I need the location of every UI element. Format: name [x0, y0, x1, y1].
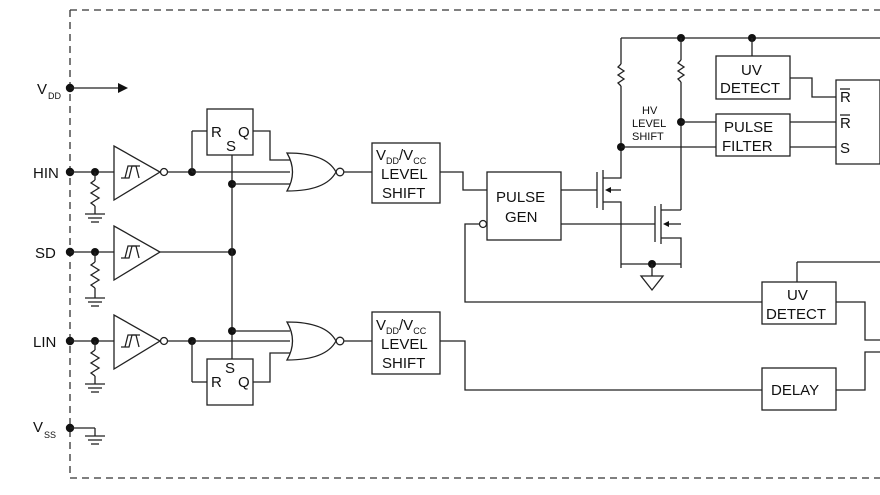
- pin-lin-label: LIN: [33, 334, 56, 351]
- uv-bottom-line1: UV: [787, 287, 808, 304]
- latch-bottom-q: Q: [238, 374, 250, 391]
- pin-lin: LIN: [33, 334, 114, 393]
- ground-triangle-icon: [639, 275, 665, 292]
- package-boundary: [69, 9, 880, 479]
- ls-bottom-slash: /V: [399, 317, 413, 334]
- uv-detect-top: UV DETECT: [715, 55, 791, 100]
- pin-hin-label: HIN: [33, 165, 59, 182]
- uv-top-line1: UV: [741, 62, 762, 79]
- svg-text:VDD/VCC: VDD/VCC: [376, 317, 427, 336]
- rs-latch-top: R S Q: [206, 108, 254, 156]
- ls-bottom-line2: LEVEL: [381, 336, 428, 353]
- ls-bottom-v1-sub: DD: [386, 326, 399, 336]
- out-latch-rbar1: R: [840, 89, 851, 106]
- delay-block: DELAY: [761, 367, 837, 411]
- uv-top-line2: DETECT: [720, 80, 780, 97]
- pin-vdd-sub: DD: [48, 91, 61, 101]
- pin-sd-label: SD: [35, 245, 56, 262]
- pulse-gen-line1: PULSE: [496, 189, 545, 206]
- ls-top-v1: V: [376, 147, 386, 164]
- schmitt-buffer-hin: [113, 144, 169, 202]
- pin-sd: SD: [35, 245, 114, 307]
- pulse-filter: PULSE FILTER: [715, 113, 791, 157]
- ls-top-v2-sub: CC: [413, 156, 426, 166]
- hv-line1: HV: [642, 105, 658, 117]
- ls-bottom-v2-sub: CC: [413, 326, 426, 336]
- pin-hin: HIN: [33, 165, 114, 223]
- schmitt-buffer-sd: [113, 224, 162, 282]
- latch-bottom-r: R: [211, 374, 222, 391]
- hv-line2: LEVEL: [632, 118, 666, 130]
- nor-gate-top: [285, 152, 345, 192]
- rs-latch-bottom: R S Q: [206, 358, 254, 406]
- pin-vdd: V DD: [37, 81, 128, 101]
- arrow-right-icon: [118, 83, 128, 93]
- uv-bottom-line2: DETECT: [766, 306, 826, 323]
- pulse-gen: PULSE GEN: [486, 171, 562, 241]
- ls-top-line2: LEVEL: [381, 166, 428, 183]
- ls-top-slash: /V: [399, 147, 413, 164]
- ls-bottom-v1: V: [376, 317, 386, 334]
- nor-gate-bottom: [285, 321, 345, 361]
- pulse-filter-line1: PULSE: [724, 119, 773, 136]
- pin-vdd-label: V: [37, 81, 47, 98]
- pulse-filter-line2: FILTER: [722, 138, 773, 155]
- out-latch-rbar2: R: [840, 115, 851, 132]
- pin-vss: V SS: [33, 419, 105, 445]
- delay-label: DELAY: [771, 382, 819, 399]
- svg-text:VDD/VCC: VDD/VCC: [376, 147, 427, 166]
- pin-vss-label: V: [33, 419, 43, 436]
- hv-level-shift-label: HV LEVEL SHIFT: [632, 105, 666, 143]
- hv-line3: SHIFT: [632, 131, 664, 143]
- schmitt-buffer-lin: [113, 313, 169, 371]
- pin-vss-sub: SS: [44, 430, 56, 440]
- latch-top-r: R: [211, 124, 222, 141]
- ls-bottom-line3: SHIFT: [382, 355, 425, 372]
- level-shift-bottom: VDD/VCC LEVEL SHIFT: [371, 311, 441, 375]
- mosfet-2: [561, 204, 682, 268]
- mosfet-1: [561, 168, 622, 268]
- pulse-gen-line2: GEN: [505, 209, 538, 226]
- latch-top-s: S: [226, 138, 236, 155]
- latch-bottom-s: S: [225, 360, 235, 377]
- level-shift-top: VDD/VCC LEVEL SHIFT: [371, 142, 441, 204]
- latch-top-q: Q: [238, 124, 250, 141]
- uv-detect-bottom: UV DETECT: [761, 281, 837, 325]
- out-latch-s: S: [840, 140, 850, 157]
- ls-top-line3: SHIFT: [382, 185, 425, 202]
- ls-top-v1-sub: DD: [386, 156, 399, 166]
- output-latch: R R S: [835, 79, 880, 165]
